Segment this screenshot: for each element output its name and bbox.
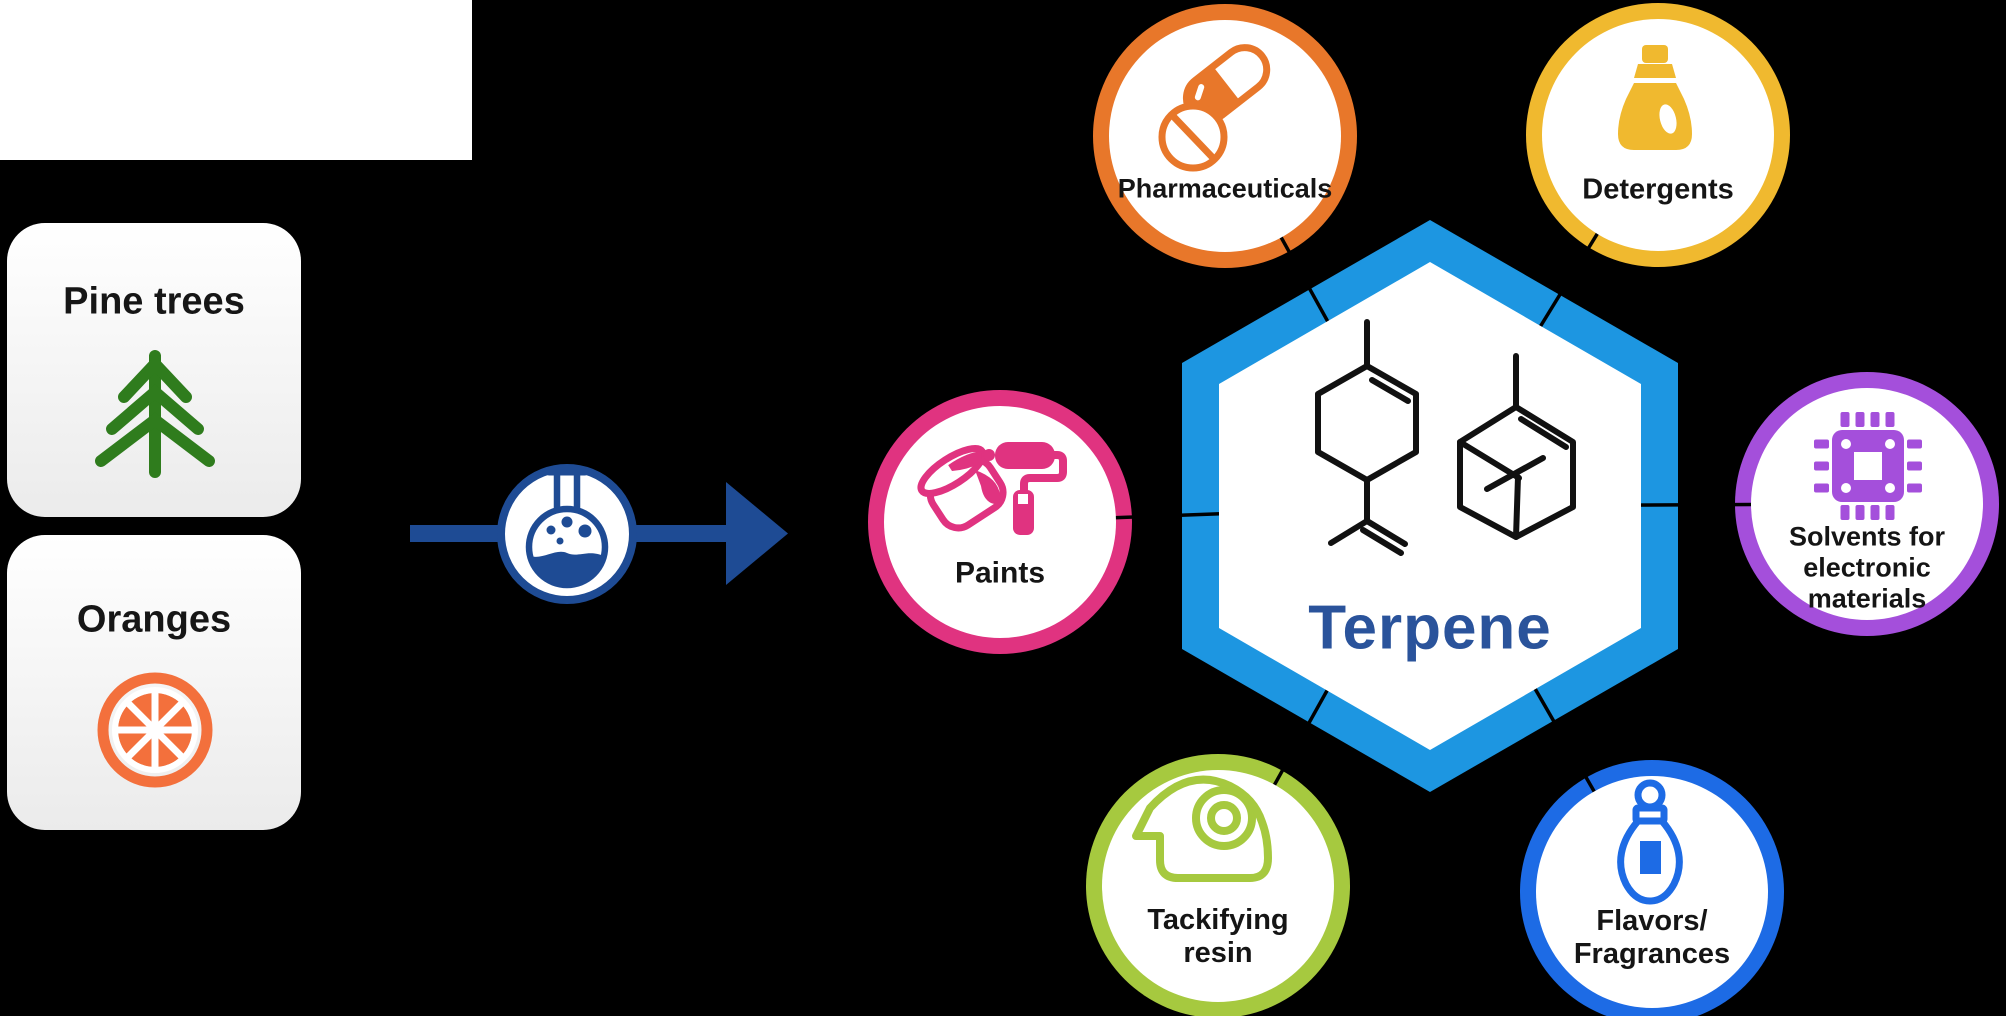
- pharmaceuticals-label: Pharmaceuticals: [1117, 173, 1333, 204]
- terpene-hexagon-face: [1219, 262, 1641, 750]
- orange-slice-icon: [97, 672, 213, 788]
- terpene-title: Terpene: [1308, 593, 1552, 663]
- flask-icon: [525, 468, 609, 589]
- solvents-label: Solvents for electronic materials: [1788, 521, 1946, 614]
- perfume-bottle-icon: [1617, 779, 1683, 905]
- paint-bucket-roller-icon: [917, 442, 1067, 535]
- pinene-structure-icon: [1457, 353, 1576, 540]
- tape-dispenser-icon: [1132, 775, 1272, 882]
- detergents-label: Detergents: [1582, 173, 1734, 206]
- oranges-label: Oranges: [77, 599, 231, 642]
- paints-label: Paints: [954, 556, 1046, 590]
- flavors-face: [1536, 776, 1768, 1008]
- tackifying-resin-label: Tackifying resin: [1147, 904, 1289, 969]
- pills-icon: [1158, 44, 1271, 172]
- resin-face: [1102, 770, 1334, 1002]
- detergent-bottle-icon: [1618, 45, 1692, 150]
- microchip-icon: [1814, 412, 1922, 520]
- pine-tree-icon: [95, 350, 215, 478]
- pine-trees-text: Pine trees: [63, 280, 245, 323]
- paints-face: [884, 406, 1116, 638]
- flask-badge: [497, 464, 637, 604]
- oranges-text: Oranges: [76, 598, 232, 641]
- limonene-structure-icon: [1315, 319, 1419, 556]
- flavors-fragrances-label: Flavors/ Fragrances: [1573, 905, 1731, 970]
- white-patch: [0, 0, 472, 160]
- pine-trees-label: Pine trees: [63, 281, 245, 324]
- solvents-face: [1751, 388, 1983, 620]
